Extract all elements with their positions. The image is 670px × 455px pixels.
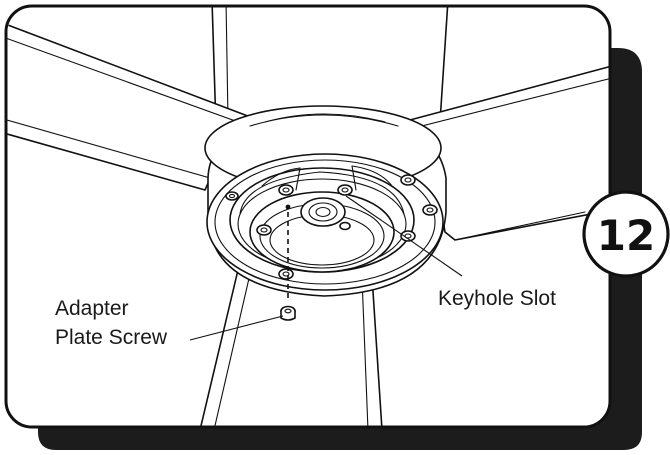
motor-housing xyxy=(205,106,446,296)
callout-keyhole-slot: Keyhole Slot xyxy=(438,287,556,310)
step-number-badge: 12 xyxy=(584,192,668,276)
step-number: 12 xyxy=(597,211,655,260)
callout-adapter-line1: Adapter xyxy=(55,297,129,320)
callout-adapter-line2: Plate Screw xyxy=(55,326,168,349)
